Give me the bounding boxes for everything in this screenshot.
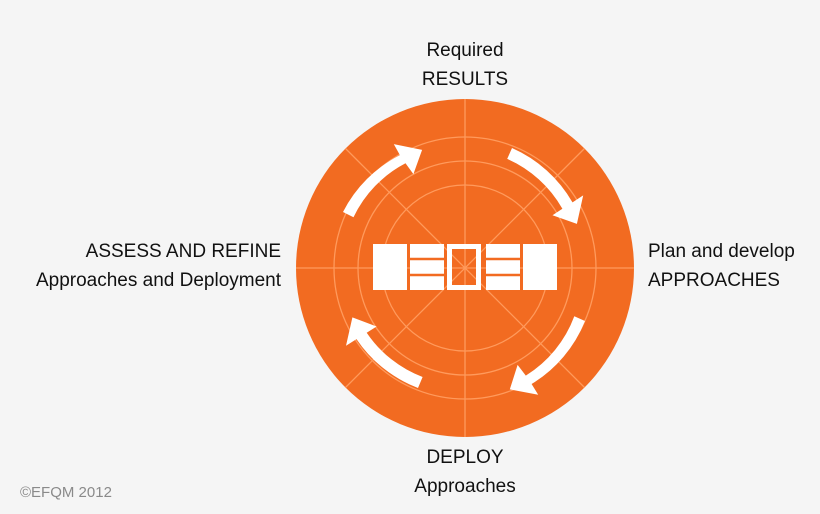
- label-top-line2: RESULTS: [421, 69, 509, 90]
- label-plan-develop: Plan and develop APPROACHES: [648, 237, 795, 295]
- label-left-line2: Approaches and Deployment: [35, 270, 281, 291]
- clockwise-arrow-icon: [346, 317, 423, 388]
- label-required-results: Required RESULTS: [360, 36, 570, 94]
- label-deploy: DEPLOY Approaches: [355, 443, 575, 501]
- clockwise-arrow-icon: [343, 144, 423, 218]
- wheel-grid: [296, 99, 634, 437]
- label-assess-refine: ASSESS AND REFINE Approaches and Deploym…: [36, 237, 281, 295]
- cycle-arrows: [343, 144, 585, 395]
- efqm-logo-icon: [373, 244, 557, 290]
- clockwise-arrow-icon: [507, 148, 584, 224]
- label-right-line1: Plan and develop: [648, 241, 795, 262]
- label-bottom-line1: DEPLOY: [426, 447, 504, 468]
- clockwise-arrow-icon: [509, 316, 585, 395]
- label-top-line1: Required: [426, 40, 504, 61]
- label-right-line2: APPROACHES: [648, 270, 780, 291]
- copyright-notice: ©EFQM 2012: [20, 484, 112, 501]
- label-left-line1: ASSESS AND REFINE: [85, 241, 281, 262]
- label-bottom-line2: Approaches: [414, 476, 516, 497]
